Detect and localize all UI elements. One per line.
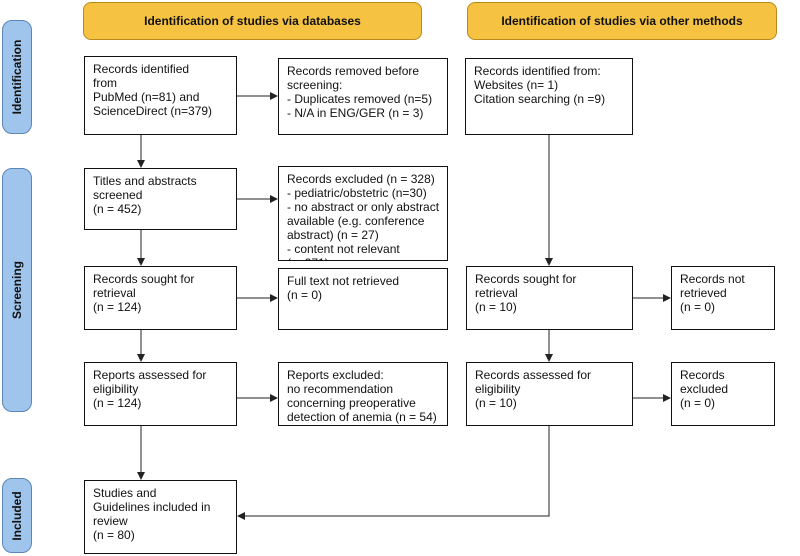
records-not-retrieved-other-box: Records not retrieved (n = 0) — [671, 266, 775, 330]
records-sought-retrieval-other-box: Records sought for retrieval (n = 10) — [466, 266, 633, 330]
header-other-methods: Identification of studies via other meth… — [467, 2, 777, 40]
records-excluded-other-box: Records excluded (n = 0) — [671, 362, 775, 426]
records-identified-other-box: Records identified from: Websites (n= 1)… — [465, 58, 633, 135]
records-sought-retrieval-box: Records sought for retrieval (n = 124) — [84, 266, 237, 330]
records-identified-databases-box: Records identified from PubMed (n=81) an… — [84, 56, 237, 135]
records-excluded-box: Records excluded (n = 328) - pediatric/o… — [278, 166, 448, 261]
studies-included-box: Studies and Guidelines included in revie… — [84, 480, 237, 554]
stage-identification: Identification — [2, 20, 32, 134]
stage-screening: Screening — [2, 168, 32, 412]
titles-abstracts-screened-box: Titles and abstracts screened (n = 452) — [84, 168, 237, 230]
reports-excluded-box: Reports excluded: no recommendation conc… — [278, 362, 448, 426]
records-removed-box: Records removed before screening: - Dupl… — [278, 58, 448, 135]
stage-included: Included — [2, 478, 32, 553]
header-databases: Identification of studies via databases — [83, 2, 422, 40]
reports-assessed-eligibility-box: Reports assessed for eligibility (n = 12… — [84, 362, 237, 426]
records-assessed-eligibility-other-box: Records assessed for eligibility (n = 10… — [466, 362, 633, 426]
arrow-other-to-included — [237, 426, 550, 520]
full-text-not-retrieved-box: Full text not retrieved (n = 0) — [278, 268, 448, 330]
